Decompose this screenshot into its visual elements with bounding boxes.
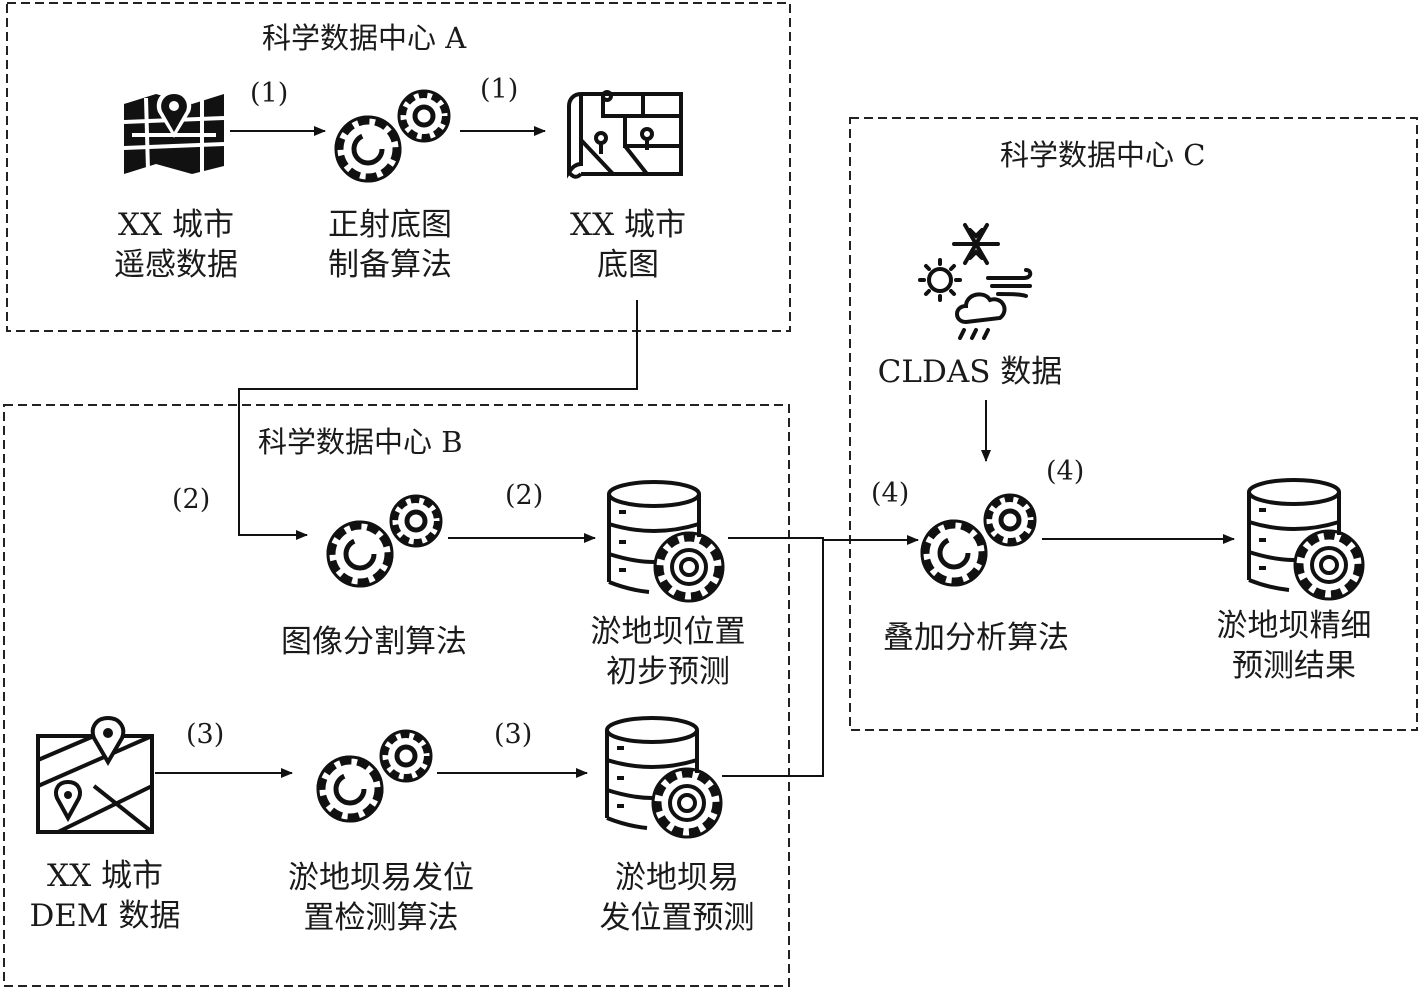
database-gear-icon: [602, 480, 726, 604]
node-label-base-map: XX 城市底图: [570, 207, 686, 283]
step-label: (2): [172, 484, 211, 515]
node-label-initial-pred: 淤地坝位置初步预测: [590, 614, 746, 690]
center-b-title: 科学数据中心 B: [258, 425, 463, 459]
gears-icon: [326, 479, 450, 603]
arrow-2a: [238, 300, 638, 540]
gears-icon: [334, 74, 458, 198]
step-label: (3): [494, 719, 533, 750]
node-label-overlay-alg: 叠加分析算法: [883, 620, 1069, 656]
map-scroll-icon: [567, 90, 683, 179]
center-b-box: [3, 404, 790, 987]
step-label: (4): [871, 478, 910, 509]
step-label: (1): [480, 74, 519, 105]
node-label-ortho-alg: 正射底图制备算法: [328, 207, 452, 283]
node-label-rs-data: XX 城市遥感数据: [114, 207, 238, 283]
step-label: (4): [1046, 456, 1085, 487]
center-c-box: [849, 117, 1418, 731]
database-gear-icon: [600, 716, 724, 840]
node-label-seg-alg: 图像分割算法: [281, 624, 467, 660]
node-label-prone-pred: 淤地坝易发位置预测: [599, 860, 755, 936]
node-label-cldas: CLDAS 数据: [877, 354, 1063, 390]
database-gear-icon: [1242, 478, 1366, 602]
center-a-box: [6, 2, 791, 332]
step-label: (3): [186, 719, 225, 750]
gears-icon: [920, 478, 1044, 602]
map-pin-icon: [123, 90, 225, 174]
weather-icon: [918, 223, 1033, 340]
map-location-icon: [36, 716, 154, 834]
node-label-det-alg: 淤地坝易发位置检测算法: [288, 860, 474, 936]
arrow-4a: [722, 537, 824, 777]
gears-icon: [316, 714, 440, 838]
step-label: (1): [250, 78, 289, 109]
center-a-title: 科学数据中心 A: [262, 21, 467, 55]
node-label-fine-result: 淤地坝精细预测结果: [1216, 608, 1372, 684]
step-label: (2): [505, 480, 544, 511]
center-c-title: 科学数据中心 C: [1000, 138, 1206, 172]
